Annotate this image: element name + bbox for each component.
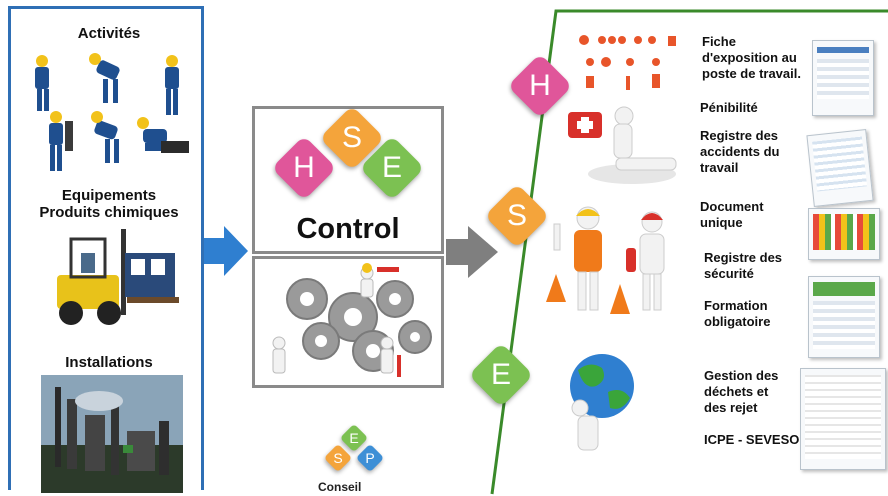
- right-panel-frame: [490, 9, 888, 495]
- h-letter: H: [293, 151, 315, 184]
- e-letter: E: [381, 151, 402, 184]
- sep-logo: E S P: [314, 423, 404, 494]
- blue-arrow-icon: [204, 226, 248, 276]
- safety-workers-illustration: [546, 206, 665, 314]
- installations-title: Installations: [65, 354, 153, 371]
- forklift-illustration: [57, 229, 179, 325]
- hse-control-box: H S E Control: [252, 105, 444, 254]
- hazard-pictograms-icon: [579, 35, 676, 90]
- globe-illustration: [570, 354, 634, 451]
- gears-box: [252, 256, 444, 388]
- gestion-dechets-document-thumbnail: [800, 368, 886, 470]
- gears-illustration: [272, 263, 432, 377]
- s-letter: S: [341, 121, 362, 154]
- document-unique-thumbnail: [808, 208, 880, 260]
- workers-illustration: [35, 53, 189, 171]
- logo-p-letter: P: [365, 450, 375, 466]
- installations-photo: [41, 375, 183, 493]
- equipements-title: Equipements: [61, 187, 157, 204]
- conseil-label: Conseil: [318, 480, 362, 494]
- right-s-letter: S: [506, 199, 527, 232]
- logo-s-letter: S: [333, 450, 343, 466]
- item-fiche-exposition: Fiche d'exposition au poste de travail.: [702, 34, 801, 81]
- item-registre-accidents: Registre des accidents du travail: [700, 128, 780, 175]
- logo-e-letter: E: [349, 430, 359, 446]
- first-aid-illustration: [568, 106, 677, 184]
- control-label: Control: [296, 213, 400, 245]
- produits-chimiques-title: Produits chimiques: [39, 204, 179, 221]
- activites-title: Activités: [77, 25, 141, 42]
- registre-accidents-document-thumbnail: [806, 129, 874, 207]
- item-gestion-dechets: Gestion des déchets et des rejet: [704, 368, 779, 415]
- left-panel: Activités Equipements Produits chimiques…: [8, 6, 204, 493]
- fiche-document-thumbnail: [812, 40, 874, 116]
- right-h-letter: H: [529, 69, 551, 102]
- item-penibilite: Pénibilité: [700, 100, 758, 115]
- item-document-unique: Document unique: [700, 199, 764, 230]
- formation-document-thumbnail: [808, 276, 880, 358]
- item-registre-securite: Registre des sécurité: [704, 250, 783, 281]
- right-e-letter: E: [490, 358, 511, 391]
- item-formation-obligatoire: Formation obligatoire: [704, 298, 771, 329]
- item-icpe-seveso: ICPE - SEVESO: [704, 432, 800, 447]
- gray-arrow-icon: [446, 226, 498, 278]
